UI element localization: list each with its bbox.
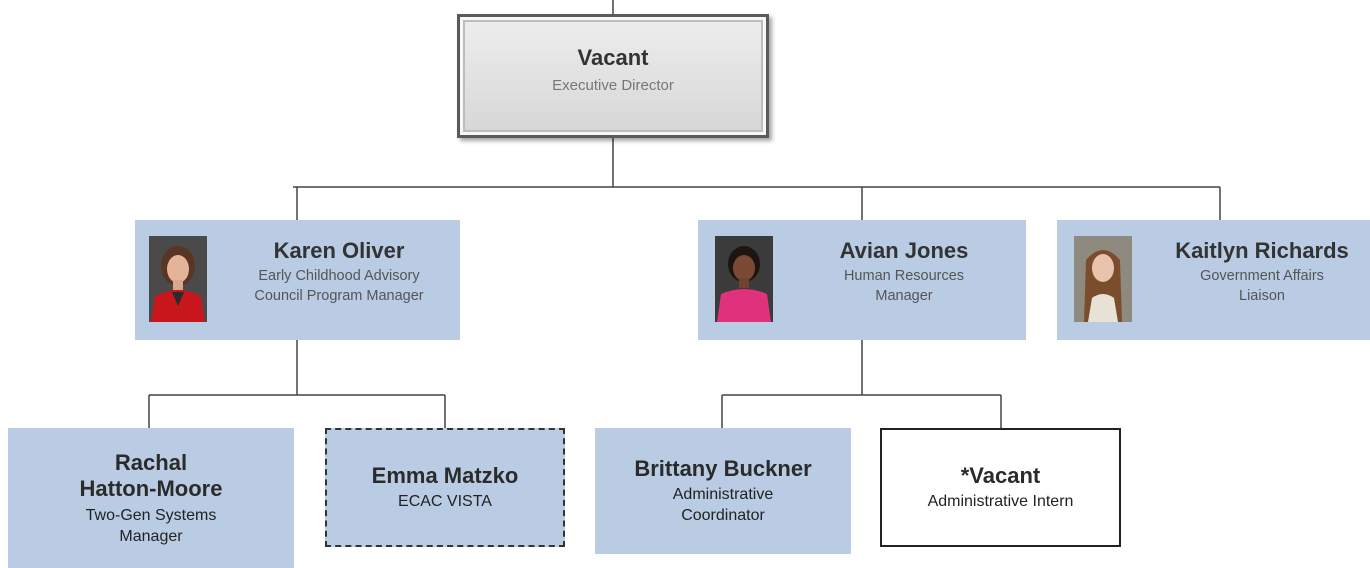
staff-title-line1: Two-Gen Systems	[85, 506, 217, 524]
manager-box-karen-oliver: Karen Oliver Early Childhood Advisory Co…	[135, 220, 460, 340]
staff-name: Brittany Buckner	[634, 456, 812, 481]
staff-title-line2: Manager	[119, 527, 183, 545]
manager-title-line1: Government Affairs	[1200, 268, 1324, 284]
staff-title: ECAC VISTA	[398, 493, 492, 510]
executive-director-box: Vacant Executive Director	[457, 14, 769, 138]
manager-box-kaitlyn-richards: Kaitlyn Richards Government Affairs Liai…	[1057, 220, 1370, 340]
manager-title-line1: Human Resources	[843, 268, 965, 284]
kaitlyn-richards-photo	[1074, 236, 1132, 322]
manager-name: Kaitlyn Richards	[1175, 238, 1349, 263]
karen-oliver-photo	[149, 236, 207, 322]
manager-title-line2: Council Program Manager	[254, 288, 424, 304]
staff-name-line2: Hatton-Moore	[79, 475, 223, 501]
portrait-woman-pink-top-icon	[715, 236, 773, 322]
manager-title-line2: Manager	[875, 288, 933, 304]
portrait-woman-long-hair-icon	[1074, 236, 1132, 322]
staff-name: *Vacant	[960, 463, 1041, 488]
staff-box-rachal-hatton-moore: Rachal Hatton-Moore Two-Gen Systems Mana…	[8, 428, 294, 568]
executive-name: Vacant	[577, 45, 649, 70]
manager-name: Avian Jones	[839, 238, 969, 263]
manager-title-line2: Liaison	[1239, 288, 1285, 304]
staff-box-emma-matzko: Emma Matzko ECAC VISTA	[325, 428, 565, 547]
staff-name: Emma Matzko	[371, 463, 519, 488]
portrait-woman-red-jacket-icon	[149, 236, 207, 322]
staff-box-brittany-buckner: Brittany Buckner Administrative Coordina…	[595, 428, 851, 554]
manager-box-avian-jones: Avian Jones Human Resources Manager	[698, 220, 1026, 340]
manager-name: Karen Oliver	[273, 238, 405, 263]
staff-title-line2: Coordinator	[681, 507, 765, 524]
executive-title: Executive Director	[552, 77, 674, 94]
staff-title-line1: Administrative	[672, 486, 774, 503]
manager-title-line1: Early Childhood Advisory	[258, 268, 420, 284]
staff-box-vacant-intern: *Vacant Administrative Intern	[880, 428, 1121, 547]
avian-jones-photo	[715, 236, 773, 322]
staff-name-line1: Rachal	[114, 449, 188, 475]
staff-title: Administrative Intern	[927, 493, 1074, 510]
